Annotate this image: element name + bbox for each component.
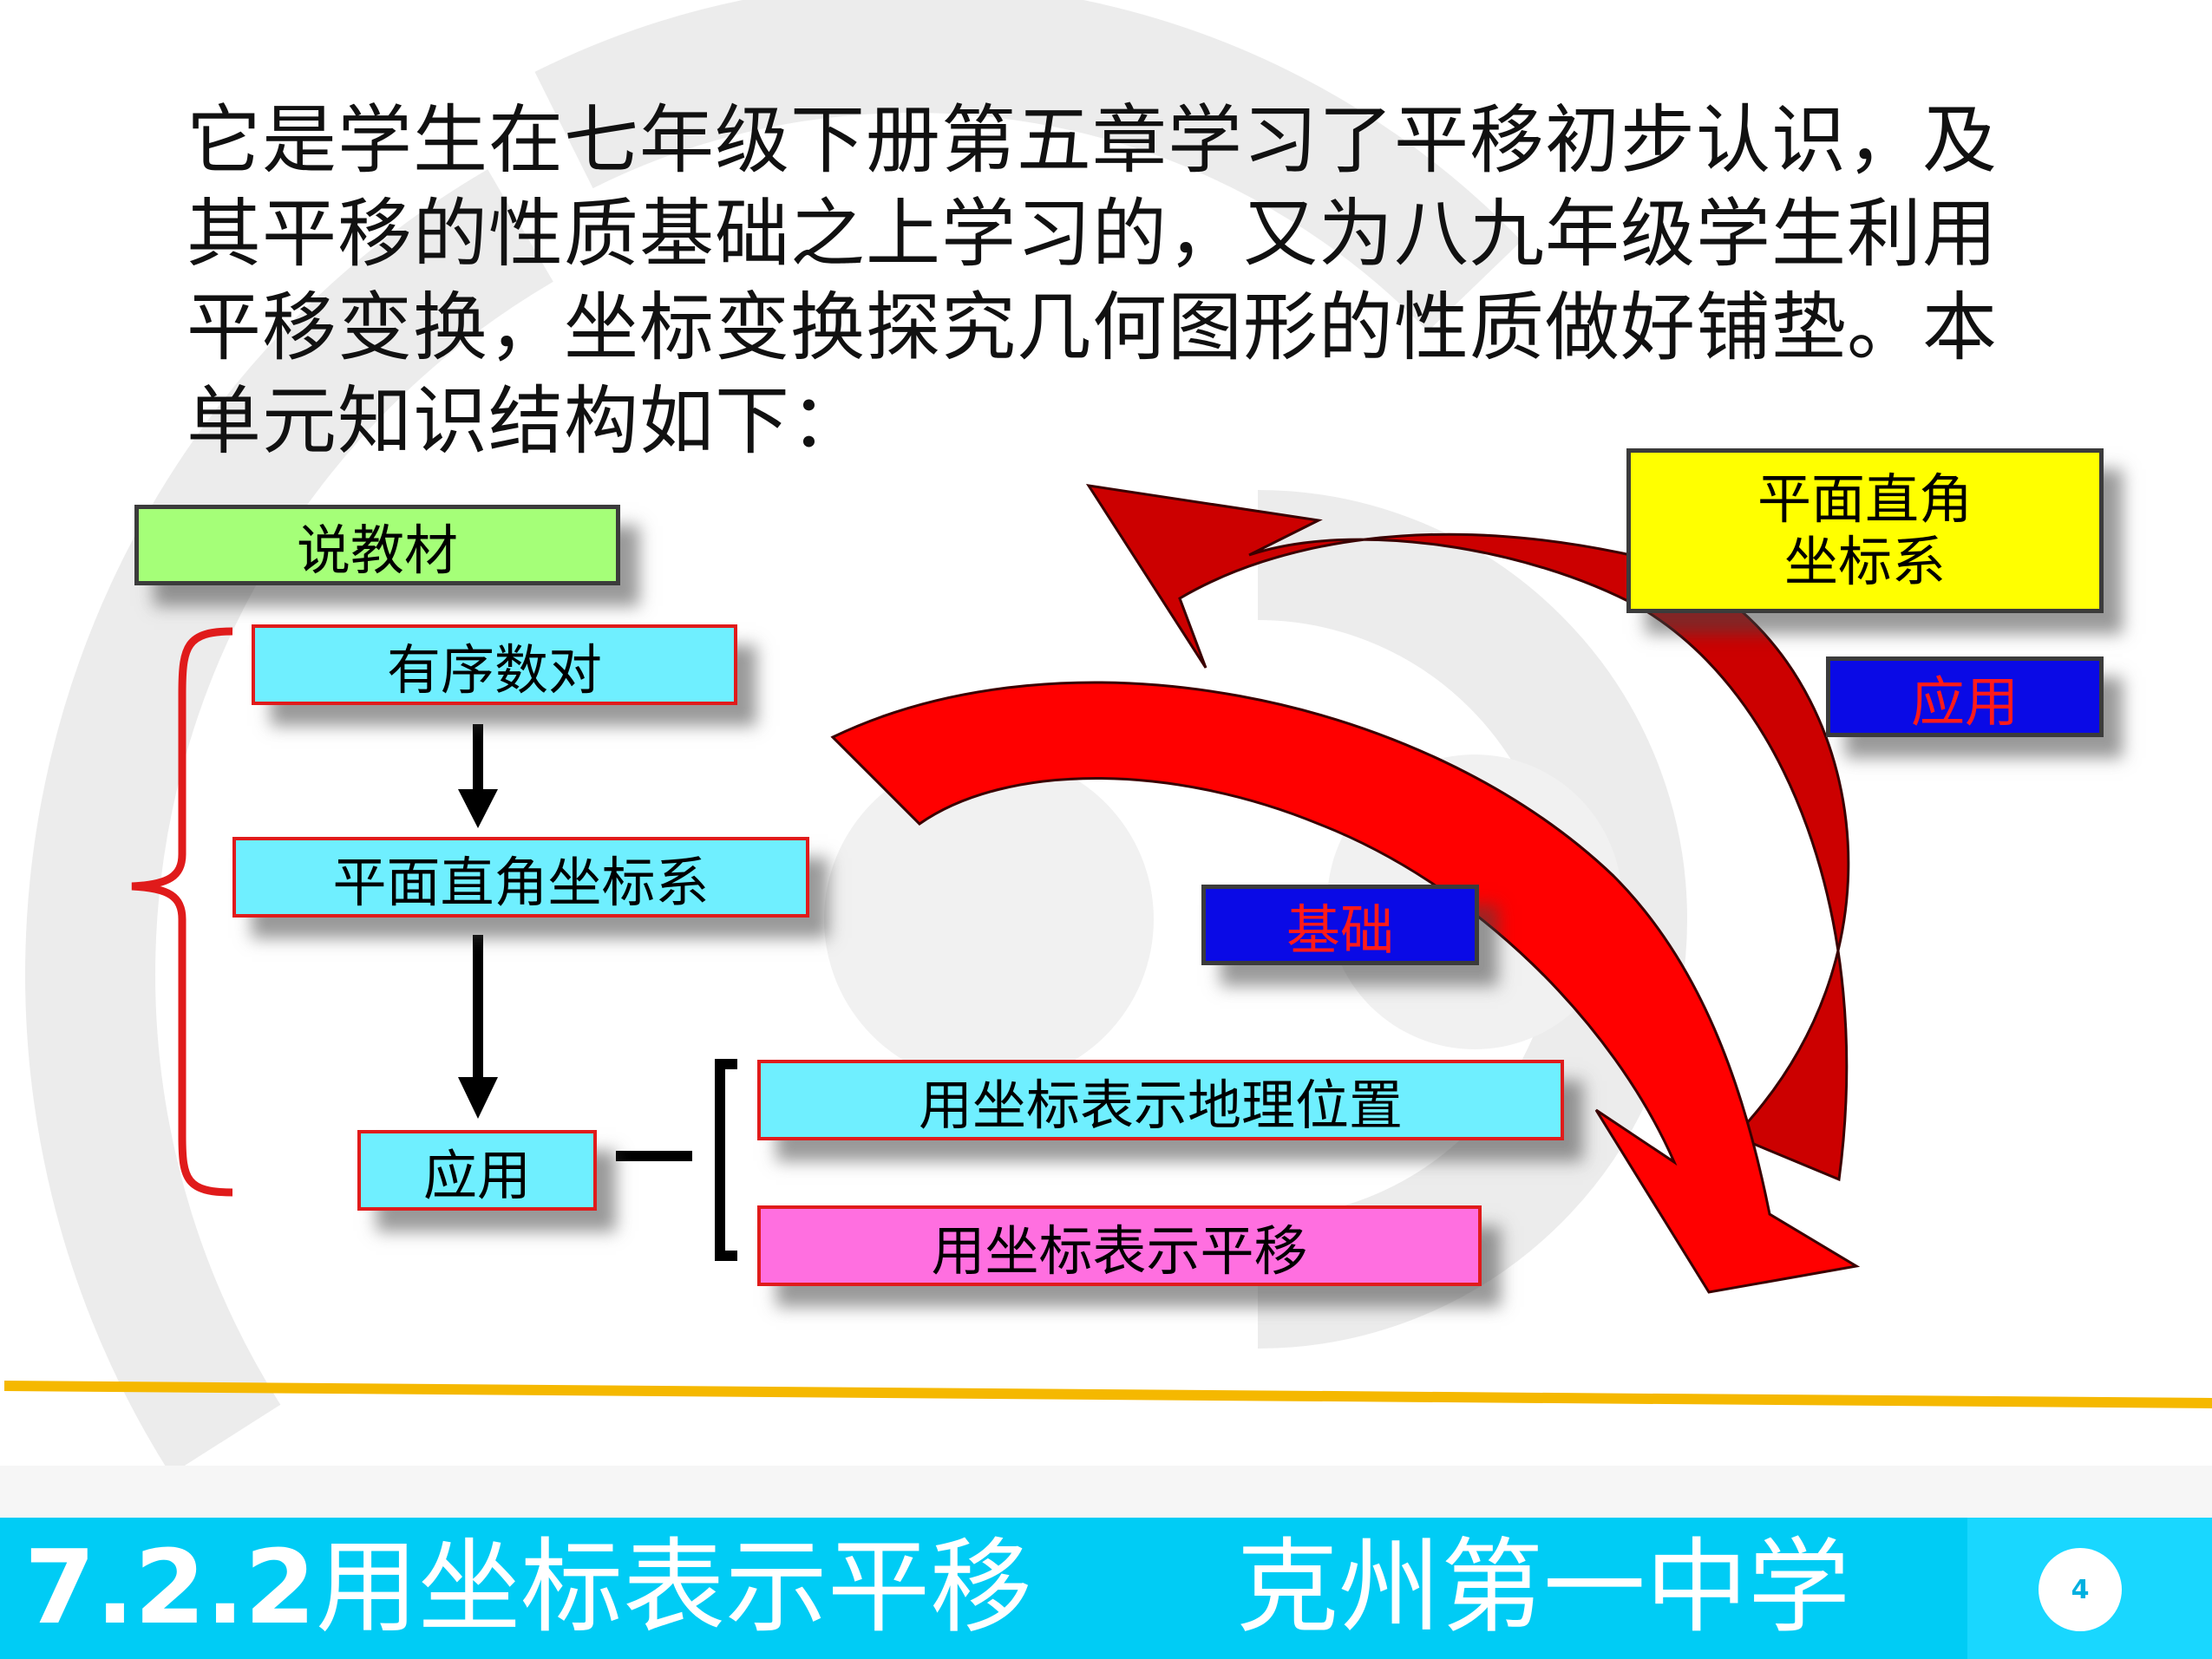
coordinate-system-label: 平面直角坐标系 xyxy=(332,850,710,914)
ordered-pair-label: 有序数对 xyxy=(386,637,602,702)
footer-title: 7.2.2用坐标表示平移 xyxy=(24,1526,1032,1648)
footer-title-number: 7.2.2 xyxy=(24,1527,316,1647)
ordered-pair-box: 有序数对 xyxy=(252,624,737,705)
translation-label: 用坐标表示平移 xyxy=(931,1218,1308,1283)
textbook-label-box: 说教材 xyxy=(134,505,620,585)
footer-page-panel: 4 xyxy=(1967,1518,2212,1659)
application-tag-box: 应用 xyxy=(1826,656,2104,737)
right-bracket-icon xyxy=(715,1059,737,1261)
textbook-label: 说教材 xyxy=(296,518,458,582)
footer-title-text: 用坐标表示平移 xyxy=(315,1527,1032,1647)
foundation-tag-label: 基础 xyxy=(1286,898,1394,962)
divider-line xyxy=(4,1381,2212,1408)
left-brace-icon xyxy=(131,627,233,1197)
footer-bar: 7.2.2用坐标表示平移 克州第一中学 4 xyxy=(0,1518,2212,1659)
application-box: 应用 xyxy=(357,1130,597,1211)
down-arrow-icon xyxy=(458,724,498,828)
top-coordinate-system-box: 平面直角 坐标系 xyxy=(1626,448,2104,613)
application-tag-label: 应用 xyxy=(1910,669,2019,734)
top-coordinate-system-label: 平面直角 坐标系 xyxy=(1757,467,1973,593)
geo-location-box: 用坐标表示地理位置 xyxy=(757,1060,1564,1140)
application-label: 应用 xyxy=(422,1143,531,1207)
footer-school: 克州第一中学 xyxy=(1236,1527,1851,1647)
translation-box: 用坐标表示平移 xyxy=(757,1205,1482,1286)
page-number: 4 xyxy=(2039,1548,2122,1631)
intro-paragraph: 它是学生在七年级下册第五章学习了平移初步认识，及其平移的性质基础之上学习的，又为… xyxy=(187,97,1998,465)
coordinate-system-box: 平面直角坐标系 xyxy=(232,837,809,918)
curved-arrow-lower-icon xyxy=(830,681,1861,1294)
foundation-tag-box: 基础 xyxy=(1201,885,1479,965)
curved-arrow-upper-icon xyxy=(1085,484,1850,1182)
geo-location-label: 用坐标表示地理位置 xyxy=(918,1073,1403,1137)
down-arrow-icon xyxy=(458,935,498,1119)
